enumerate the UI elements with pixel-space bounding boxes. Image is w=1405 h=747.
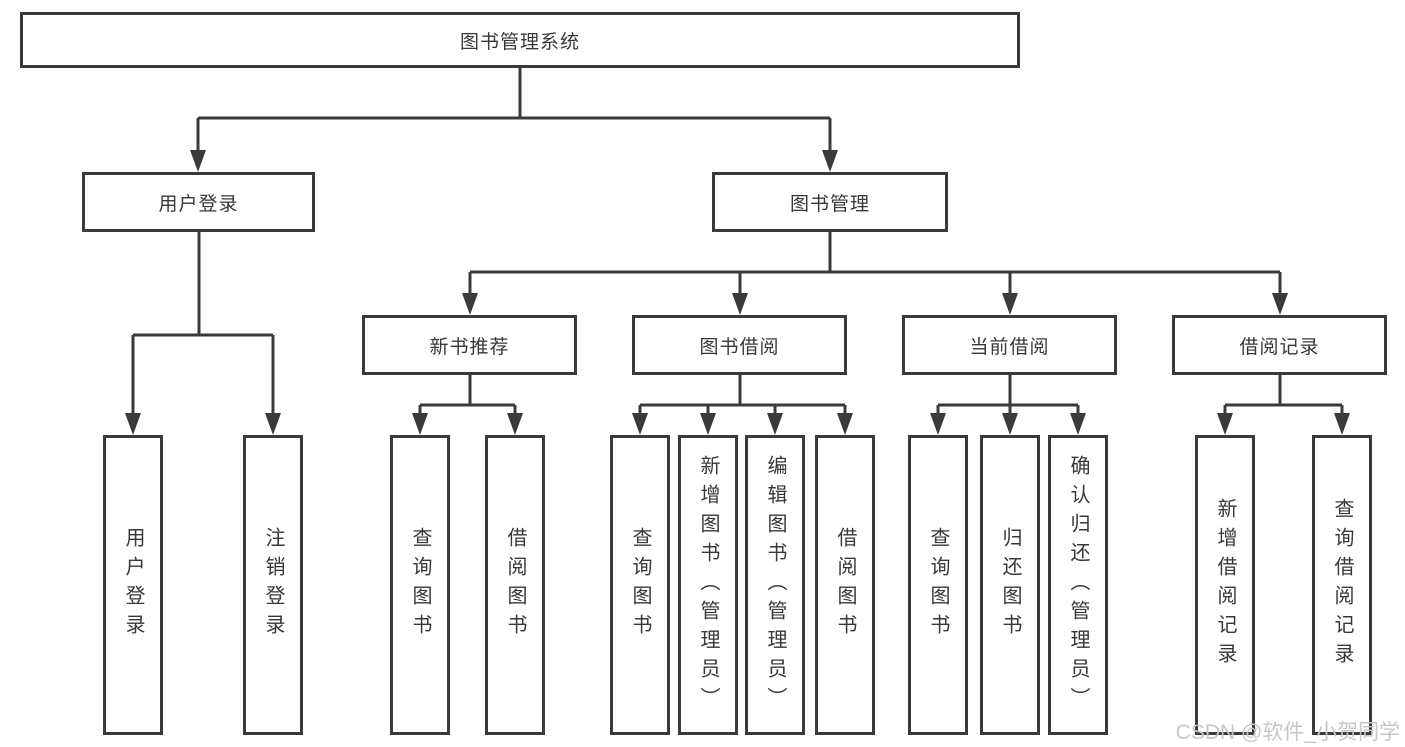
node-borrow-records: 借阅记录 [1172,315,1387,375]
leaf-query-books-current-label: 查询图书 [927,527,949,643]
node-root-label: 图书管理系统 [459,31,580,53]
leaf-add-books-admin: 新增图书（管理员） [678,435,738,735]
leaf-confirm-return-admin-label: 确认归还（管理员） [1067,454,1089,716]
leaf-add-books-admin-label: 新增图书（管理员） [697,454,719,716]
leaf-borrow-books-recommend: 借阅图书 [485,435,545,735]
node-root: 图书管理系统 [20,12,1020,68]
leaf-return-books-label: 归还图书 [999,527,1021,643]
leaf-logout: 注销登录 [243,435,303,735]
leaf-borrow-books-borrowing-label: 借阅图书 [834,527,856,643]
leaf-return-books: 归还图书 [980,435,1040,735]
node-borrow-records-label: 借阅记录 [1239,336,1320,358]
leaf-add-borrow-record: 新增借阅记录 [1195,435,1255,735]
leaf-query-borrow-record-label: 查询借阅记录 [1331,498,1353,672]
leaf-edit-books-admin-label: 编辑图书（管理员） [764,454,786,716]
leaf-query-books-recommend-label: 查询图书 [409,527,431,643]
leaf-borrow-books-recommend-label: 借阅图书 [504,527,526,643]
leaf-query-borrow-record: 查询借阅记录 [1312,435,1372,735]
leaf-user-login: 用户登录 [103,435,163,735]
csdn-watermark: CSDN @软件_小贺同学 [1175,721,1400,744]
node-new-book-recommend: 新书推荐 [362,315,577,375]
leaf-query-books-borrowing-label: 查询图书 [629,527,651,643]
leaf-query-books-recommend: 查询图书 [390,435,450,735]
leaf-borrow-books-borrowing: 借阅图书 [815,435,875,735]
node-new-book-recommend-label: 新书推荐 [429,336,510,358]
node-book-borrowing: 图书借阅 [632,315,847,375]
node-current-borrowing-label: 当前借阅 [969,336,1050,358]
leaf-confirm-return-admin: 确认归还（管理员） [1048,435,1108,735]
leaf-user-login-label: 用户登录 [122,527,144,643]
node-user-login: 用户登录 [82,172,315,232]
leaf-query-books-current: 查询图书 [908,435,968,735]
leaf-edit-books-admin: 编辑图书（管理员） [745,435,805,735]
leaf-logout-label: 注销登录 [262,527,284,643]
node-user-login-label: 用户登录 [158,193,239,215]
node-book-borrowing-label: 图书借阅 [699,336,780,358]
node-book-management-label: 图书管理 [789,193,870,215]
node-book-management: 图书管理 [712,172,948,232]
leaf-query-books-borrowing: 查询图书 [610,435,670,735]
node-current-borrowing: 当前借阅 [902,315,1117,375]
leaf-add-borrow-record-label: 新增借阅记录 [1214,498,1236,672]
